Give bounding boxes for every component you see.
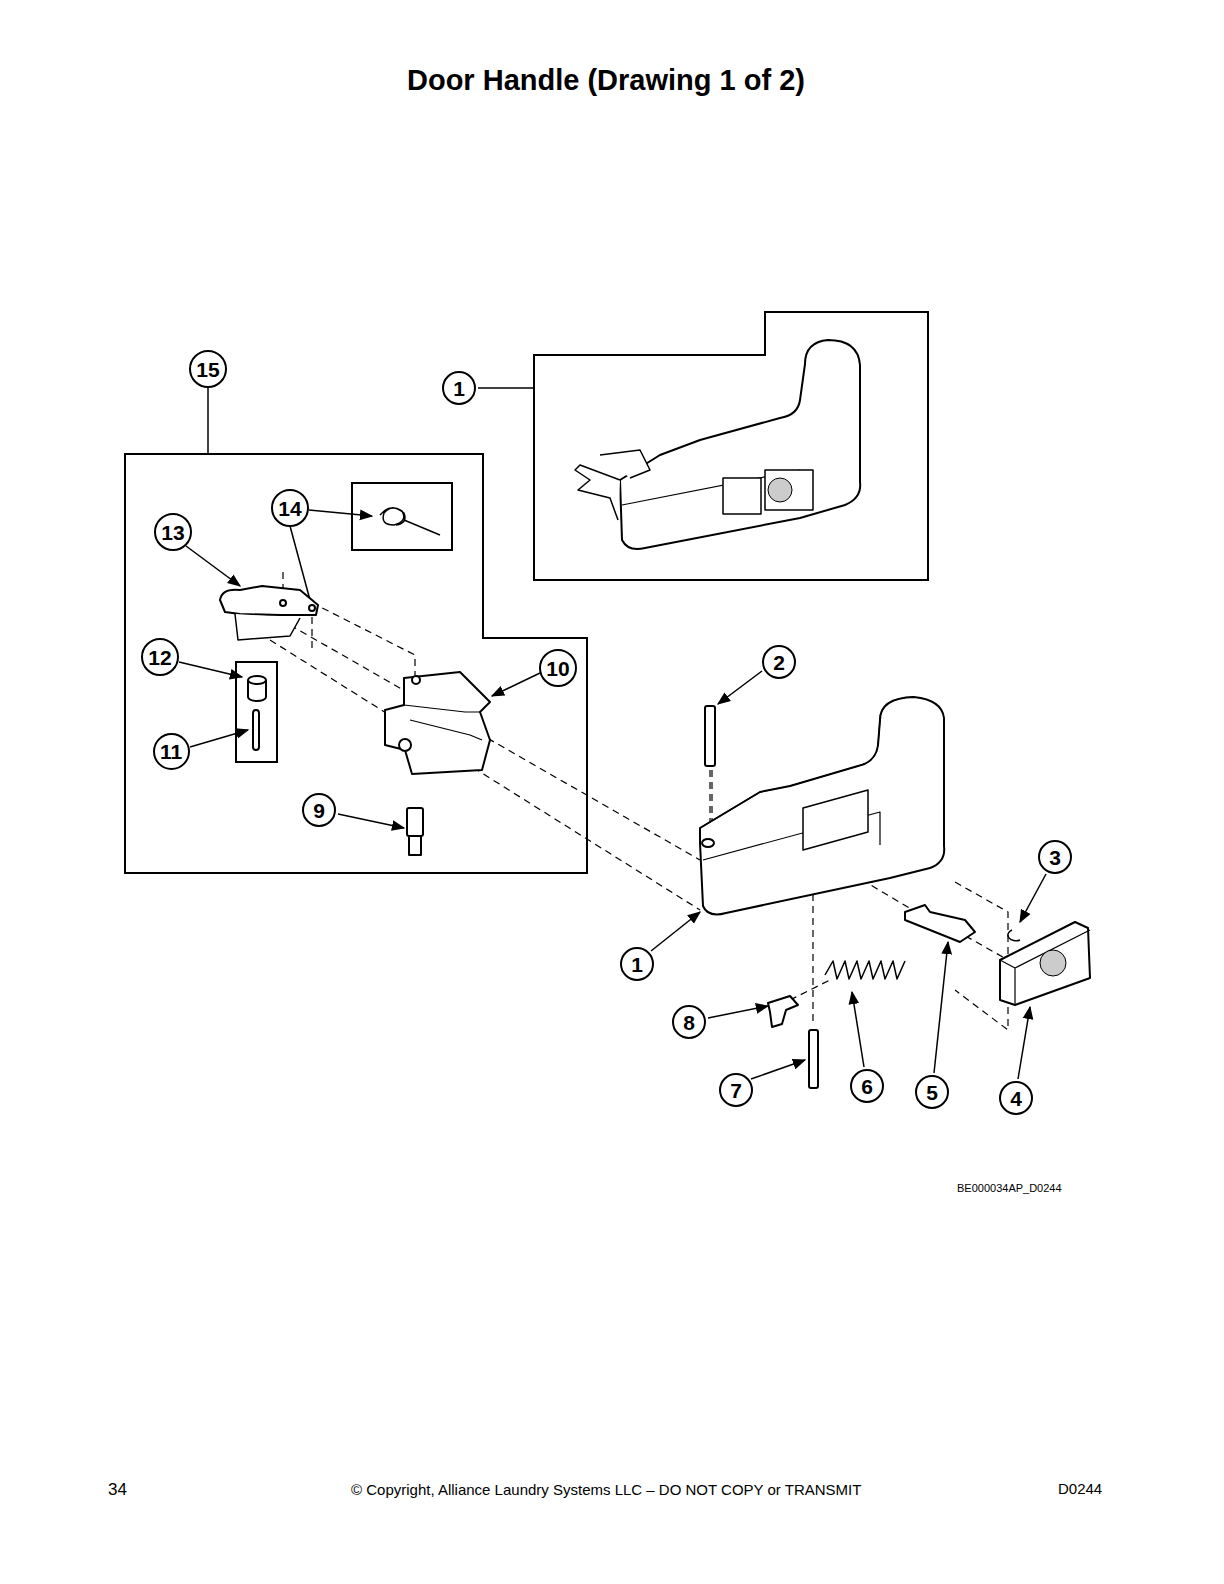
- inset-box: [534, 312, 928, 580]
- latch-housing: [385, 672, 490, 774]
- callout-circle: 6: [850, 1069, 884, 1103]
- callout-number: 4: [1010, 1088, 1022, 1109]
- callout-number: 2: [773, 652, 785, 673]
- callout-number: 7: [730, 1080, 742, 1101]
- callout-circle: 7: [719, 1073, 753, 1107]
- leader-line: [934, 942, 948, 1073]
- lever-plate: [905, 905, 975, 942]
- leader-line: [492, 673, 540, 696]
- callout-circle: 13: [154, 513, 192, 551]
- callout-number: 6: [861, 1076, 873, 1097]
- callout-number: 13: [161, 522, 184, 543]
- callout-circle: 5: [915, 1075, 949, 1109]
- callout-number: 5: [926, 1082, 938, 1103]
- leader-line: [1018, 1007, 1030, 1079]
- callout-number: 9: [313, 800, 325, 821]
- inset-box: [236, 662, 277, 762]
- copyright-notice: © Copyright, Alliance Laundry Systems LL…: [351, 1481, 861, 1498]
- leader-line: [190, 730, 248, 747]
- leader-line: [1020, 874, 1046, 922]
- leader-line: [478, 387, 534, 389]
- callout-number: 1: [453, 378, 465, 399]
- callout-number: 12: [148, 647, 171, 668]
- callout-number: 8: [683, 1012, 695, 1033]
- leader-line: [751, 1060, 805, 1079]
- callout-number: 3: [1049, 847, 1061, 868]
- callout-number: 11: [160, 741, 182, 762]
- retaining-clip: [1008, 930, 1020, 941]
- pin: [409, 835, 421, 855]
- callout-circle: 12: [141, 638, 179, 676]
- callout-circle: 1: [442, 371, 476, 405]
- leader-line: [207, 388, 209, 454]
- callout-circle: 9: [302, 793, 336, 827]
- page-number: 34: [108, 1480, 127, 1500]
- leader-line: [708, 1006, 768, 1018]
- page-title: Door Handle (Drawing 1 of 2): [407, 64, 805, 97]
- leader-line: [718, 671, 762, 704]
- callout-number: 1: [631, 954, 643, 975]
- torsion-spring: [380, 508, 440, 535]
- pin: [253, 710, 259, 750]
- threaded-pin: [705, 706, 715, 766]
- spring-clip: [768, 996, 798, 1027]
- leader-line: [179, 662, 242, 677]
- leader-line: [651, 912, 700, 951]
- callout-number: 14: [278, 498, 301, 519]
- callout-number: 10: [546, 658, 569, 679]
- document-code: D0244: [1058, 1480, 1102, 1497]
- leader-line: [186, 546, 240, 586]
- leader-line: [852, 992, 864, 1067]
- callout-number: 15: [196, 359, 219, 380]
- callout-circle: 10: [539, 649, 577, 687]
- inset-box: [352, 483, 452, 550]
- threaded-pin: [809, 1030, 818, 1088]
- drawing-code: BE000034AP_D0244: [957, 1182, 1062, 1194]
- leader-line: [309, 510, 372, 516]
- callout-circle: 1: [620, 947, 654, 981]
- callout-circle: 4: [999, 1081, 1033, 1115]
- callout-circle: 2: [762, 645, 796, 679]
- callout-circle: 11: [153, 733, 190, 770]
- callout-circle: 14: [271, 489, 309, 527]
- callout-circle: 3: [1038, 840, 1072, 874]
- leader-line: [338, 814, 404, 828]
- push-button: [1000, 922, 1090, 1005]
- door-handle: [620, 340, 860, 549]
- callout-circle: 8: [672, 1005, 706, 1039]
- callout-circle: 15: [189, 350, 227, 388]
- latch-plate: [220, 586, 318, 615]
- door-handle: [700, 697, 944, 914]
- compression-spring: [825, 961, 905, 979]
